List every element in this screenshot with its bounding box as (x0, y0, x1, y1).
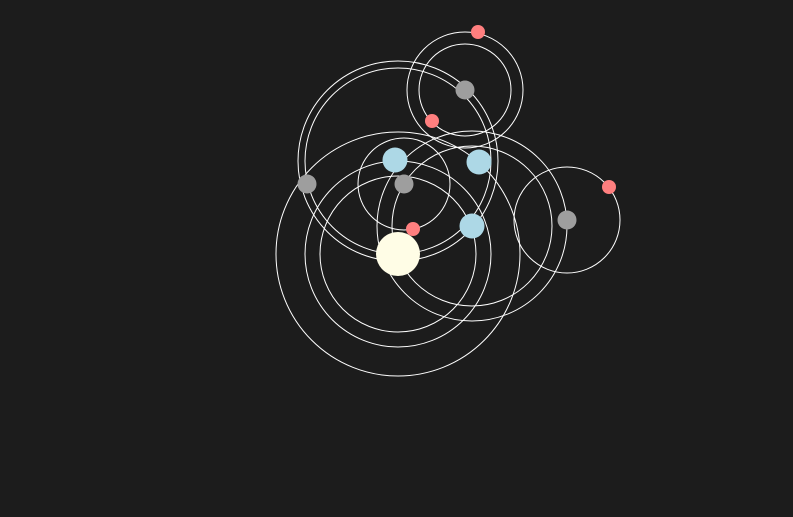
blue-planet (382, 147, 408, 173)
orbit-ring (357, 137, 451, 231)
orbit-ring (406, 31, 524, 149)
orbit-bodies (297, 25, 616, 276)
orbit-ring (275, 131, 521, 377)
gray-planet (394, 174, 414, 194)
orbit-ring (418, 43, 512, 137)
red-moon (602, 180, 616, 194)
gray-planet (455, 80, 475, 100)
orbit-rings (275, 31, 621, 377)
gray-planet (557, 210, 577, 230)
blue-planet (466, 149, 492, 175)
blue-planet (459, 213, 485, 239)
orbit-ring (513, 166, 621, 274)
red-moon (425, 114, 439, 128)
red-moon (471, 25, 485, 39)
orbit-ring (319, 175, 477, 333)
sun-body (376, 232, 420, 276)
orbit-ring (391, 145, 553, 307)
gray-planet (297, 174, 317, 194)
red-moon (406, 222, 420, 236)
